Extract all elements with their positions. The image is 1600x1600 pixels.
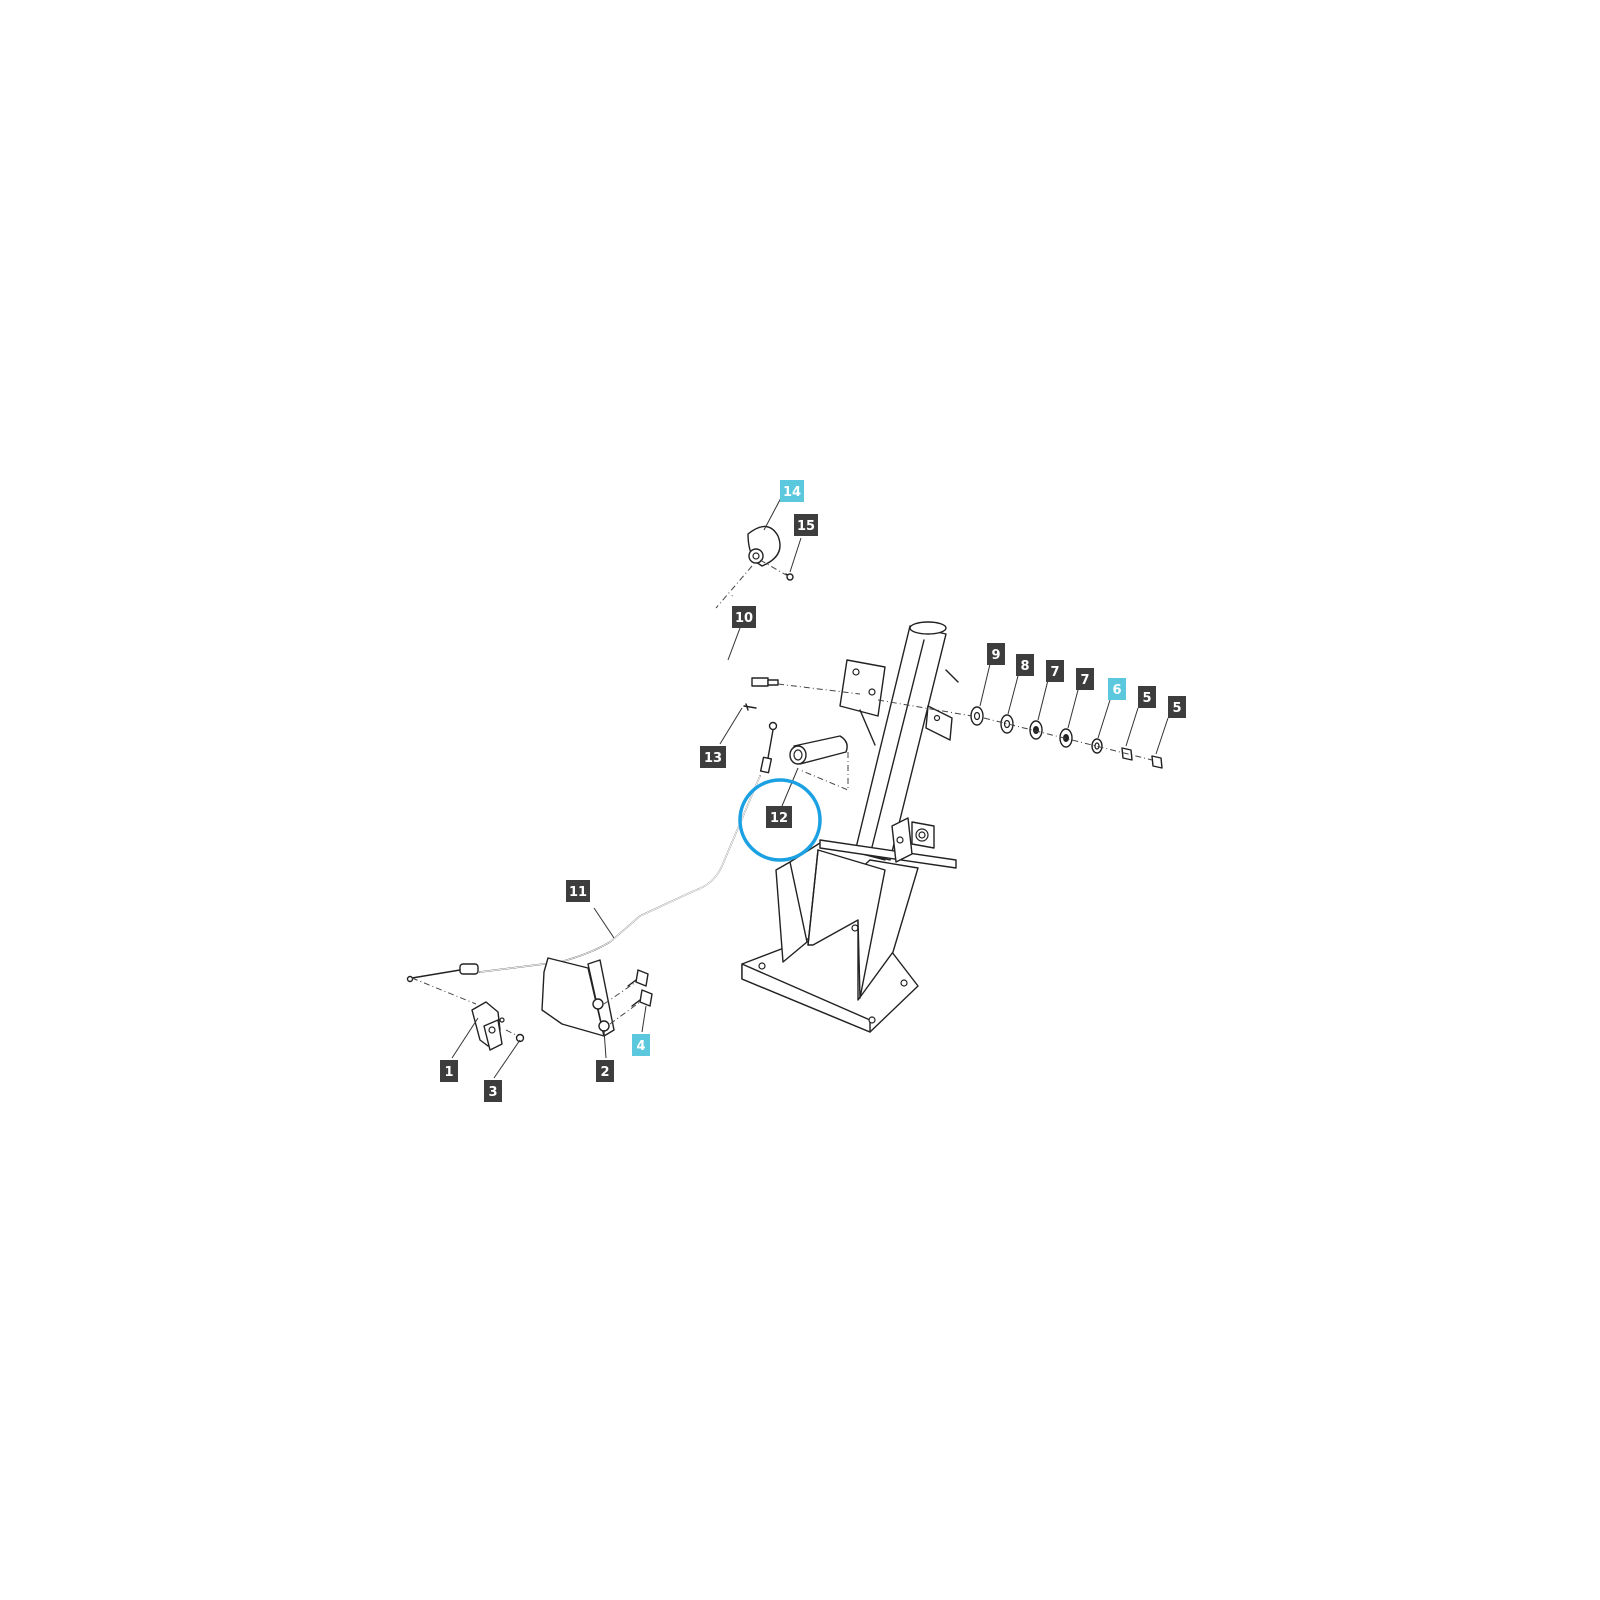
callout-labels: 14 15 10 9 8 7 7 6 <box>440 480 1186 1102</box>
callout-10[interactable]: 10 <box>732 606 756 628</box>
callout-5b[interactable]: 5 <box>1168 696 1186 718</box>
cable-end-fitting <box>759 721 778 774</box>
callout-6-label: 6 <box>1112 683 1121 698</box>
callout-6-box <box>1108 678 1126 700</box>
control-cable <box>406 775 761 983</box>
callout-4-box <box>632 1034 650 1056</box>
knob-screw <box>785 573 794 581</box>
callout-10-label: 10 <box>735 611 753 626</box>
cable-bracket <box>541 957 615 1037</box>
exploded-view-drawing <box>406 495 1169 1079</box>
callout-4-label: 4 <box>636 1039 645 1054</box>
callout-13[interactable]: 13 <box>700 746 726 768</box>
callout-5b-box <box>1168 696 1186 718</box>
callout-2-box <box>596 1060 614 1082</box>
callout-15-box <box>794 514 818 536</box>
shift-lever-rod <box>687 595 779 687</box>
callout-2[interactable]: 2 <box>596 1060 614 1082</box>
callout-1-box <box>440 1060 458 1082</box>
callout-13-box <box>700 746 726 768</box>
assembly-lines <box>411 559 1153 1037</box>
callout-7b[interactable]: 7 <box>1076 668 1094 690</box>
callout-12-label: 12 <box>770 811 788 826</box>
callout-5a-label: 5 <box>1142 691 1151 706</box>
callout-12[interactable]: 12 <box>766 806 792 828</box>
callout-11-box <box>566 880 590 902</box>
callout-5a[interactable]: 5 <box>1138 686 1156 708</box>
retaining-clip <box>515 1033 525 1043</box>
callout-12-box <box>766 806 792 828</box>
pivot-sleeve <box>789 735 848 765</box>
callout-8-label: 8 <box>1020 659 1029 674</box>
callout-7a[interactable]: 7 <box>1046 660 1064 682</box>
lower-shaft-bracket <box>819 817 957 869</box>
callout-13-label: 13 <box>704 751 722 766</box>
callout-5b-label: 5 <box>1172 701 1181 716</box>
leader-lines <box>451 495 1169 1079</box>
washer-nut-stack <box>970 706 1163 769</box>
upper-bracket <box>839 659 959 746</box>
callout-11[interactable]: 11 <box>566 880 590 902</box>
pedestal-legs <box>775 842 919 1001</box>
main-column <box>854 621 947 861</box>
cable-anchor-bracket <box>471 1001 505 1051</box>
callout-5a-box <box>1138 686 1156 708</box>
callout-7a-box <box>1046 660 1064 682</box>
callout-15[interactable]: 15 <box>794 514 818 536</box>
callout-3-box <box>484 1080 502 1102</box>
callout-6[interactable]: 6 <box>1108 678 1126 700</box>
callout-15-label: 15 <box>797 519 815 534</box>
callout-1[interactable]: 1 <box>440 1060 458 1082</box>
callout-14[interactable]: 14 <box>780 480 804 502</box>
callout-7b-label: 7 <box>1080 673 1089 688</box>
callout-9[interactable]: 9 <box>987 643 1005 665</box>
callout-4[interactable]: 4 <box>632 1034 650 1056</box>
callout-14-box <box>780 480 804 502</box>
callout-3[interactable]: 3 <box>484 1080 502 1102</box>
callout-7a-label: 7 <box>1050 665 1059 680</box>
callout-11-label: 11 <box>569 885 587 900</box>
clevis-pin <box>743 703 757 711</box>
mounting-bolts <box>627 969 653 1007</box>
callout-9-label: 9 <box>991 648 1000 663</box>
callout-1-label: 1 <box>444 1065 453 1080</box>
callout-9-box <box>987 643 1005 665</box>
callout-10-box <box>732 606 756 628</box>
callout-2-label: 2 <box>600 1065 609 1080</box>
callout-8-box <box>1016 654 1034 676</box>
callout-14-label: 14 <box>783 485 801 500</box>
callout-8[interactable]: 8 <box>1016 654 1034 676</box>
lever-knob <box>747 525 781 567</box>
callout-7b-box <box>1076 668 1094 690</box>
highlight-ring <box>738 778 822 862</box>
callout-3-label: 3 <box>488 1085 497 1100</box>
